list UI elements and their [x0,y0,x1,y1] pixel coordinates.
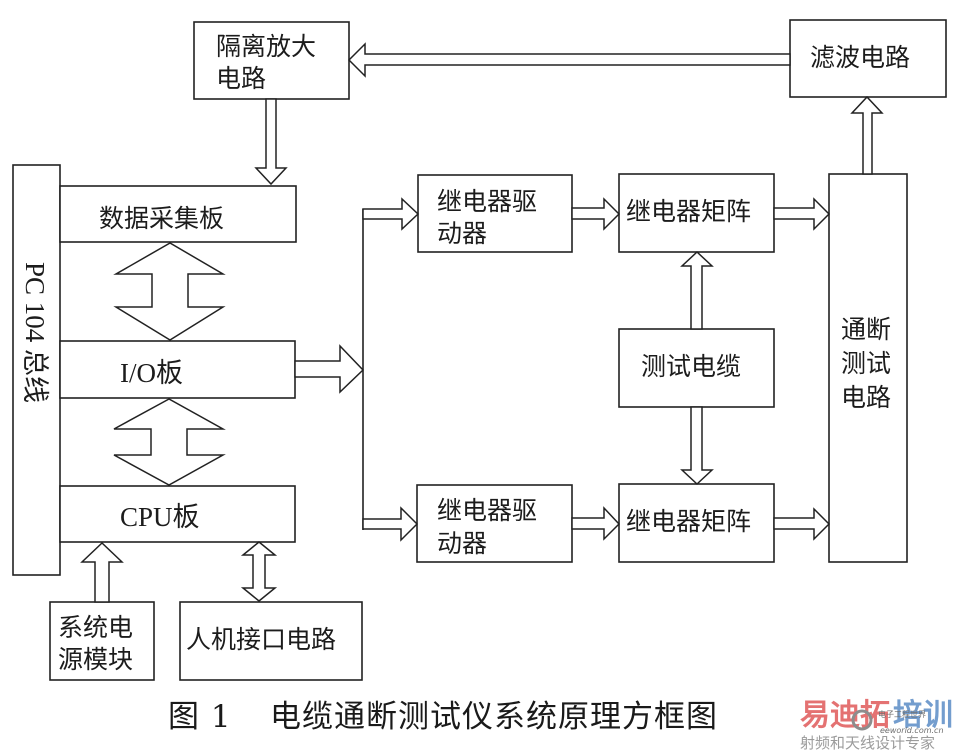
power-module-line2: 源模块 [58,645,133,674]
arrow-matrix-bottom-to-continuity [773,507,831,541]
block-power-module: 系统电 源模块 [49,601,155,681]
arrow-cable-to-matrix-bottom [680,406,714,486]
block-relay-matrix-bottom: 继电器矩阵 [618,483,775,563]
watermark-site: eeworld.com.cn [880,726,944,735]
watermark-tagline: 射频和天线设计专家 [800,734,935,751]
block-data-acquisition-board: 数据采集板 [59,185,297,243]
arrow-continuity-to-filter [850,95,884,175]
block-filter-circuit: 滤波电路 [789,19,947,98]
block-isolation-amplifier: 隔离放大 电路 [193,21,350,100]
block-relay-matrix-top: 继电器矩阵 [618,173,775,253]
arrow-io-cpu-bidirectional [113,398,226,486]
arrow-cpu-hmi-bidirectional [240,541,278,602]
relay-driver-bottom-line1: 继电器驱 [437,496,537,525]
pc104-bus-label: PC 104 总线 [20,262,50,403]
relay-matrix-bottom-label: 继电器矩阵 [626,507,751,536]
relay-driver-top-line1: 继电器驱 [437,187,537,216]
arrow-cable-to-matrix-top [680,250,714,330]
watermark-brand-left: 易迪拓 [800,698,890,733]
block-relay-driver-bottom: 继电器驱 动器 [416,484,573,563]
block-hmi-circuit: 人机接口电路 [179,601,363,681]
data-acq-label: 数据采集板 [99,204,224,233]
block-relay-driver-top: 继电器驱 动器 [417,174,573,253]
watermark-sub-logo: 电子工程世界 [878,709,926,719]
arrow-power-to-cpu [80,541,124,603]
block-cpu-board: CPU板 [59,485,296,543]
test-cable-label: 测试电缆 [641,352,741,381]
block-test-cable: 测试电缆 [618,328,775,408]
arrow-to-relay-driver-top [362,197,420,231]
watermark-brand-right: 培训 [893,698,953,733]
arrow-data-acq-io-bidirectional [113,242,226,341]
relay-driver-top-line2: 动器 [437,219,487,248]
watermark-logo-icon [851,709,873,731]
continuity-test-line2: 测试 [841,349,891,378]
isolation-amp-line1: 隔离放大 [216,32,316,61]
arrow-driver-bottom-to-matrix-bottom [571,506,621,541]
block-io-board: I/O板 [59,340,296,399]
filter-label: 滤波电路 [810,43,910,72]
continuity-test-line1: 通断 [841,315,891,344]
arrow-filter-to-isolation-amp [347,42,791,78]
arrow-io-to-relay-drivers [294,344,365,394]
caption-title: 电缆通断测试仪系统原理方框图 [270,699,718,735]
io-board-label: I/O板 [120,358,183,388]
arrow-to-relay-driver-bottom [362,506,419,542]
arrow-isolation-amp-to-data-acq [254,98,288,186]
watermark: 易迪拓 培训 电子工程世界 eeworld.com.cn 射频和天线设计专家 [800,698,953,751]
isolation-amp-line2: 电路 [216,64,266,93]
arrow-driver-top-to-matrix-top [571,197,621,231]
caption-number: 图 1 [168,699,232,735]
cpu-board-label: CPU板 [120,502,200,532]
block-continuity-test-circuit: 通断 测试 电路 [828,173,908,563]
arrow-matrix-top-to-continuity [773,197,831,231]
continuity-test-line3: 电路 [841,383,891,412]
relay-driver-bottom-line2: 动器 [437,529,487,558]
power-module-line1: 系统电 [58,613,133,642]
relay-matrix-top-label: 继电器矩阵 [626,197,751,226]
hmi-circuit-label: 人机接口电路 [186,625,336,654]
figure-caption: 图 1 电缆通断测试仪系统原理方框图 [168,699,718,735]
block-pc104-bus: PC 104 总线 [12,164,61,576]
